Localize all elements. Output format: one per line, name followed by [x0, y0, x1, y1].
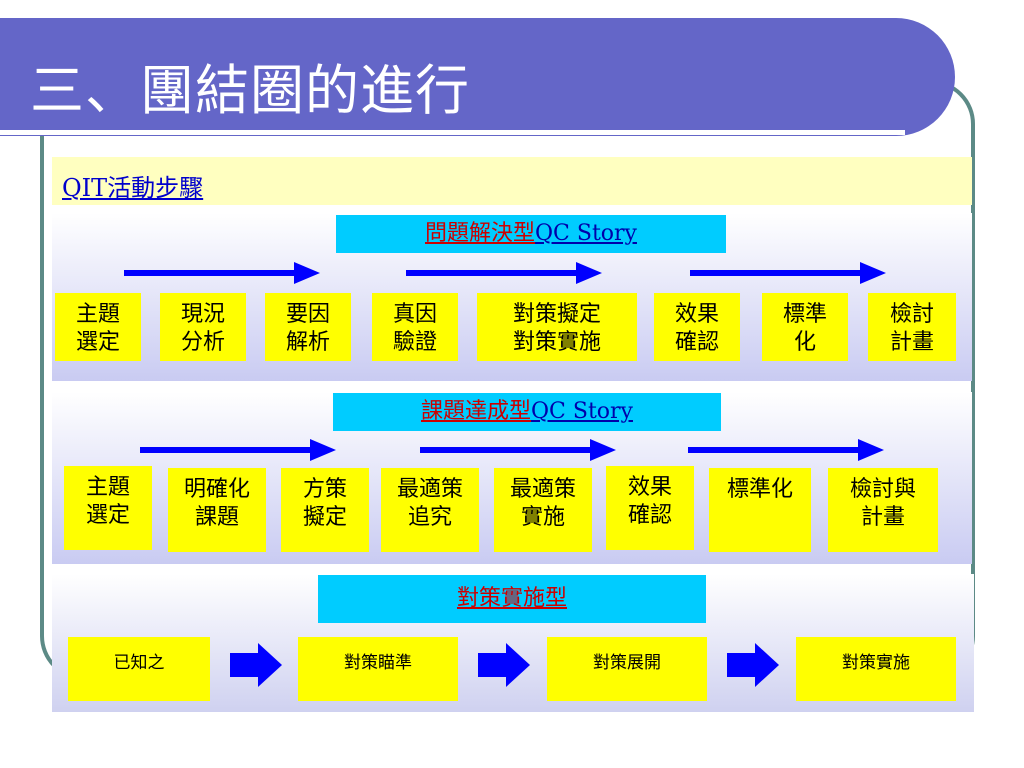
flow-arrow — [140, 439, 336, 461]
step-box: 標準化 — [709, 468, 811, 552]
step-box: 已知之 — [68, 637, 210, 701]
step-box: 檢討與 計畫 — [828, 468, 938, 552]
section-label-countermeasure: 對策實施型 — [318, 575, 706, 623]
step-box: 效果 確認 — [606, 466, 694, 550]
flow-arrow — [688, 439, 884, 461]
block-arrow — [478, 643, 530, 687]
step-box: 效果 確認 — [654, 293, 740, 361]
title-underline — [0, 130, 905, 135]
flow-arrow — [406, 262, 602, 284]
section-title[interactable]: 問題解決型 — [425, 221, 536, 246]
section-subtitle[interactable]: QC Story — [535, 221, 637, 246]
step-box: 真因 驗證 — [372, 293, 458, 361]
flow-arrow — [690, 262, 886, 284]
section-subtitle[interactable]: QC Story — [531, 399, 633, 424]
step-box: 檢討 計畫 — [868, 293, 956, 361]
step-box: 對策瞄準 — [298, 637, 458, 701]
slide-title: 三、團結圈的進行 — [30, 59, 470, 122]
step-box: 主題 選定 — [55, 293, 141, 361]
block-arrow — [230, 643, 282, 687]
step-box: 對策實施 — [796, 637, 956, 701]
step-box: 要因 解析 — [265, 293, 351, 361]
step-box: 標準 化 — [762, 293, 848, 361]
title-bar — [0, 18, 955, 136]
section-title[interactable]: 課題達成型 — [421, 399, 532, 424]
step-box: 對策擬定 對策實施 — [477, 293, 637, 361]
section-label-task-achieving: 課題達成型QC Story — [333, 393, 721, 431]
block-arrow — [727, 643, 779, 687]
step-box: 明確化 課題 — [168, 468, 266, 552]
step-box: 主題 選定 — [64, 466, 152, 550]
step-box: 最適策 實施 — [494, 468, 592, 552]
step-box: 最適策 追究 — [381, 468, 479, 552]
step-box: 現況 分析 — [160, 293, 246, 361]
section-label-problem-solving: 問題解決型QC Story — [336, 215, 726, 253]
qit-steps-link[interactable]: QIT活動步驟 — [62, 174, 204, 202]
step-box: 方策 擬定 — [281, 468, 369, 552]
header-strip — [52, 157, 972, 205]
flow-arrow — [420, 439, 616, 461]
step-box: 對策展開 — [547, 637, 707, 701]
flow-arrow — [124, 262, 320, 284]
section-title[interactable]: 對策實施型 — [456, 586, 567, 611]
